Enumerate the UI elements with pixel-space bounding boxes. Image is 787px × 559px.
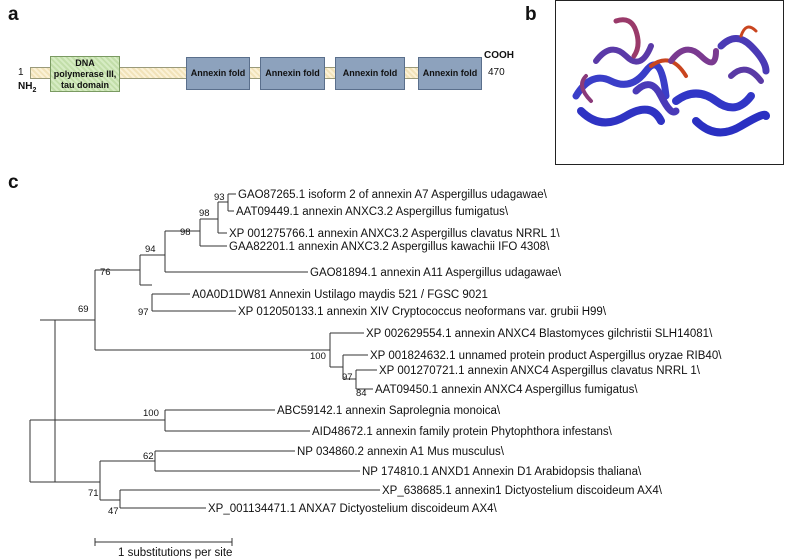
bootstrap-value: 98 (199, 208, 210, 219)
bootstrap-value: 98 (180, 227, 191, 238)
panel-label-a: a (8, 4, 19, 25)
leaf-labels: GAO87265.1 isoform 2 of annexin A7 Asper… (192, 189, 722, 515)
n-terminus-text: NH (18, 81, 33, 92)
leaf-label: A0A0D1DW81 Annexin Ustilago maydis 521 /… (192, 289, 488, 301)
leaf-label: XP_001134471.1 ANXA7 Dictyostelium disco… (208, 503, 498, 515)
leaf-label: XP 001270721.1 annexin ANXC4 Aspergillus… (379, 365, 701, 377)
n-terminus-sub: 2 (32, 87, 37, 94)
bootstrap-value: 76 (100, 267, 111, 278)
leaf-label: GAO81894.1 annexin A11 Aspergillus udaga… (310, 267, 562, 279)
domain-annexin-fold-1: Annexin fold (186, 57, 250, 90)
leaf-label: XP 012050133.1 annexin XIV Cryptococcus … (238, 306, 607, 318)
bootstrap-value: 71 (88, 488, 99, 499)
scale-bar-label: 1 substitutions per site (118, 547, 232, 559)
n-terminus: NH2 (18, 81, 36, 94)
bootstrap-values: 93 98 98 94 76 97 69 100 97 84 100 62 71… (78, 192, 367, 517)
leaf-label: XP 002629554.1 annexin ANXC4 Blastomyces… (366, 328, 713, 340)
bootstrap-value: 97 (342, 372, 353, 383)
bootstrap-value: 100 (143, 408, 159, 419)
bootstrap-value: 100 (310, 351, 326, 362)
bootstrap-value: 93 (214, 192, 225, 203)
leaf-label: NP 034860.2 annexin A1 Mus musculus\ (297, 446, 505, 458)
bootstrap-value: 94 (145, 244, 156, 255)
leaf-label: GAA82201.1 annexin ANXC3.2 Aspergillus k… (229, 241, 550, 253)
domain-annexin-fold-2: Annexin fold (260, 57, 325, 90)
leaf-label: AAT09450.1 annexin ANXC4 Aspergillus fum… (375, 384, 638, 396)
ribbon-structure (572, 17, 770, 137)
leaf-label: ABC59142.1 annexin Saprolegnia monoica\ (277, 405, 501, 417)
leaf-label: NP 174810.1 ANXD1 Annexin D1 Arabidopsis… (362, 466, 642, 478)
end-residue: 470 (488, 67, 505, 78)
bootstrap-value: 84 (356, 388, 367, 399)
domain-dna-polymerase: DNA polymerase III, tau domain (50, 56, 120, 92)
panel-label-c: c (8, 172, 19, 193)
bootstrap-value: 62 (143, 451, 154, 462)
c-terminus: COOH (484, 50, 514, 61)
leaf-label: AID48672.1 annexin family protein Phytop… (312, 426, 613, 438)
scale-bar (94, 538, 233, 546)
domain-annexin-fold-3: Annexin fold (335, 57, 405, 90)
tree-branches (29, 193, 380, 509)
bootstrap-value: 97 (138, 307, 149, 318)
bootstrap-value: 69 (78, 304, 89, 315)
leaf-label: XP_638685.1 annexin1 Dictyostelium disco… (382, 485, 663, 497)
leaf-label: GAO87265.1 isoform 2 of annexin A7 Asper… (238, 189, 548, 201)
panel-label-b: b (525, 4, 537, 25)
protein-structure-image (555, 0, 784, 165)
domain-annexin-fold-4: Annexin fold (418, 57, 482, 90)
leaf-label: XP 001275766.1 annexin ANXC3.2 Aspergill… (229, 228, 560, 240)
start-residue: 1 (18, 67, 24, 78)
leaf-label: XP 001824632.1 unnamed protein product A… (370, 350, 722, 362)
bootstrap-value: 47 (108, 506, 119, 517)
leaf-label: AAT09449.1 annexin ANXC3.2 Aspergillus f… (236, 206, 509, 218)
